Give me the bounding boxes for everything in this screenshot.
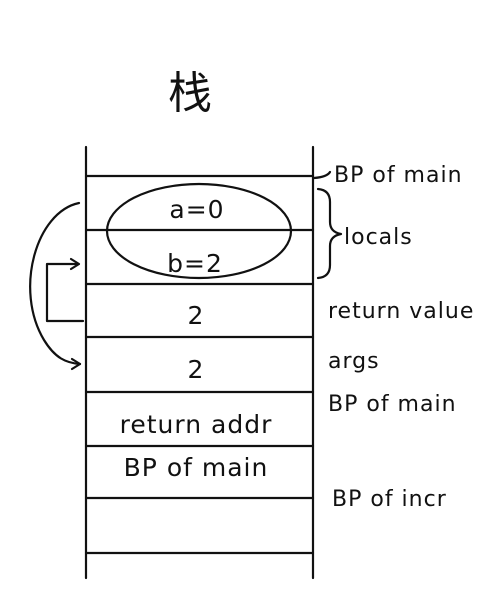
stack-cell-arg: 2 bbox=[188, 355, 205, 384]
bp-pointer-curve bbox=[312, 170, 332, 180]
stack-cell-bp-main: BP of main bbox=[124, 453, 269, 482]
label-bp-main-mid: BP of main bbox=[328, 392, 457, 417]
label-args: args bbox=[328, 349, 380, 374]
outer-arrowhead-icon bbox=[70, 357, 82, 371]
inner-arrowhead-icon bbox=[69, 257, 81, 271]
label-bp-main-top: BP of main bbox=[334, 163, 463, 188]
label-bp-incr: BP of incr bbox=[332, 487, 447, 512]
locals-brace bbox=[316, 187, 343, 280]
label-locals: locals bbox=[344, 225, 413, 250]
stack-cell-b: b=2 bbox=[167, 249, 223, 278]
stack-cell-return-value: 2 bbox=[188, 301, 205, 330]
diagram-title: 栈 bbox=[168, 68, 212, 119]
stack-cell-return-addr: return addr bbox=[120, 410, 273, 439]
outer-curved-arrow bbox=[29, 201, 82, 366]
label-return-value: return value bbox=[328, 299, 474, 324]
stack-frame bbox=[84, 145, 315, 580]
stack-cell-a: a=0 bbox=[169, 195, 224, 224]
locals-ellipse bbox=[105, 182, 293, 280]
inner-bracket-arrow bbox=[45, 262, 85, 323]
